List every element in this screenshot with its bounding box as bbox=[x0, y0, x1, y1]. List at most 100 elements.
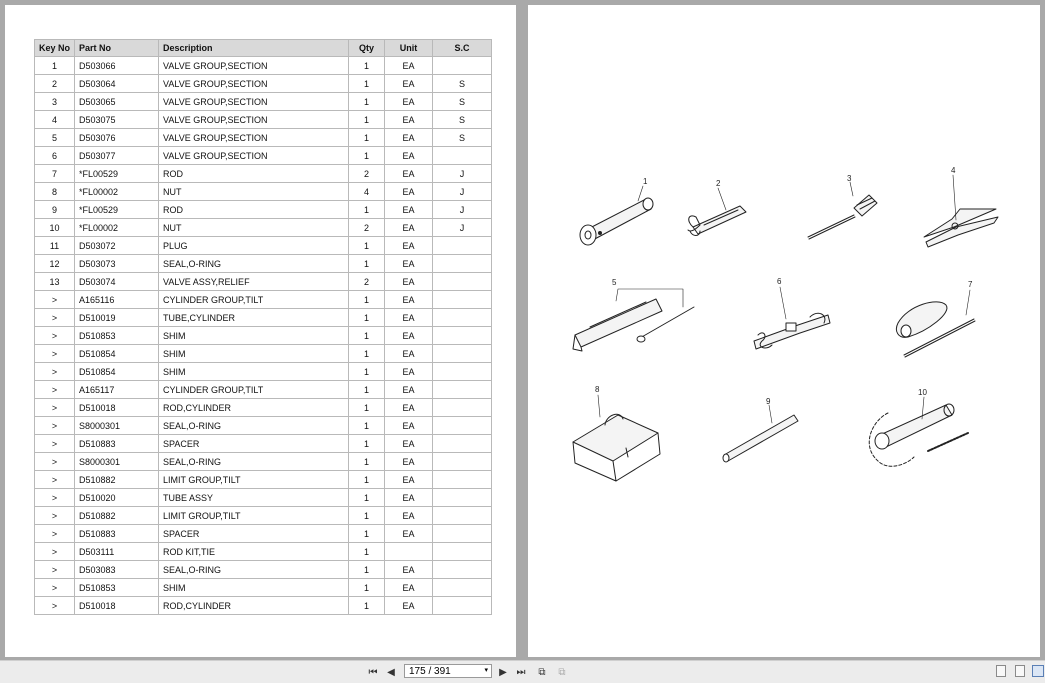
description-cell: VALVE GROUP,SECTION bbox=[158, 56, 350, 75]
unit-cell: EA bbox=[384, 272, 434, 291]
key-no-cell: > bbox=[33, 362, 76, 381]
key-no-cell: > bbox=[33, 578, 76, 597]
description-cell: SEAL,O-RING bbox=[158, 416, 350, 435]
description-cell: TUBE,CYLINDER bbox=[158, 308, 350, 327]
unit-cell: EA bbox=[384, 326, 434, 345]
description-cell: SEAL,O-RING bbox=[158, 254, 350, 273]
part-no-cell: D510018 bbox=[74, 398, 160, 417]
part-no-cell: D510020 bbox=[74, 488, 160, 507]
sc-cell bbox=[432, 326, 493, 345]
key-no-cell: > bbox=[33, 524, 76, 543]
qty-cell: 1 bbox=[348, 596, 386, 615]
description-cell: LIMIT GROUP,TILT bbox=[158, 470, 350, 489]
right-page: 1 2 3 4 bbox=[528, 5, 1040, 657]
unit-cell bbox=[384, 542, 434, 561]
key-no-cell: > bbox=[33, 560, 76, 579]
bar-illustration bbox=[722, 404, 799, 463]
sc-cell bbox=[432, 596, 493, 615]
qty-cell: 1 bbox=[348, 200, 386, 219]
sc-cell bbox=[432, 272, 493, 291]
part-no-cell: D503065 bbox=[74, 92, 160, 111]
qty-cell: 1 bbox=[348, 74, 386, 93]
tool-label-6: 6 bbox=[777, 277, 782, 286]
description-cell: VALVE GROUP,SECTION bbox=[158, 110, 350, 129]
description-cell: NUT bbox=[158, 218, 350, 237]
description-cell: SEAL,O-RING bbox=[158, 452, 350, 471]
left-page: Key No Part No Description Qty Unit S.C … bbox=[5, 5, 516, 657]
copy-page-icon[interactable]: ⧉ bbox=[538, 666, 546, 678]
unit-cell: EA bbox=[384, 362, 434, 381]
description-cell: CYLINDER GROUP,TILT bbox=[158, 380, 350, 399]
description-cell: LIMIT GROUP,TILT bbox=[158, 506, 350, 525]
unit-cell: EA bbox=[384, 398, 434, 417]
qty-cell: 1 bbox=[348, 452, 386, 471]
qty-cell: 1 bbox=[348, 146, 386, 165]
key-no-cell: 11 bbox=[33, 236, 76, 255]
unit-cell: EA bbox=[384, 110, 434, 129]
part-no-cell: D510019 bbox=[74, 308, 160, 327]
qty-cell: 1 bbox=[348, 254, 386, 273]
single-page-view-icon[interactable] bbox=[996, 665, 1006, 677]
part-no-cell: D510854 bbox=[74, 344, 160, 363]
sc-cell bbox=[432, 452, 493, 471]
sc-cell: J bbox=[432, 200, 493, 219]
sc-cell bbox=[432, 506, 493, 525]
part-no-cell: D510882 bbox=[74, 470, 160, 489]
page-number-select[interactable]: 175 / 391 ▾ bbox=[404, 664, 492, 678]
qty-cell: 1 bbox=[348, 488, 386, 507]
description-cell: SHIM bbox=[158, 578, 350, 597]
unit-cell: EA bbox=[384, 182, 434, 201]
description-cell: CYLINDER GROUP,TILT bbox=[158, 290, 350, 309]
key-no-cell: 13 bbox=[33, 272, 76, 291]
tool-label-3: 3 bbox=[847, 174, 852, 183]
description-cell: SPACER bbox=[158, 434, 350, 453]
last-page-icon[interactable]: ⏭ bbox=[516, 666, 526, 678]
description-cell: VALVE ASSY,RELIEF bbox=[158, 272, 350, 291]
key-no-cell: 5 bbox=[33, 128, 76, 147]
qty-cell: 1 bbox=[348, 542, 386, 561]
key-no-cell: 8 bbox=[33, 182, 76, 201]
first-page-icon[interactable]: ⏮ bbox=[368, 666, 378, 678]
description-cell: VALVE GROUP,SECTION bbox=[158, 128, 350, 147]
prev-page-icon[interactable]: ◀ bbox=[387, 666, 395, 678]
qty-cell: 1 bbox=[348, 434, 386, 453]
tool-label-5: 5 bbox=[612, 278, 617, 287]
unit-cell: EA bbox=[384, 164, 434, 183]
unit-cell: EA bbox=[384, 470, 434, 489]
two-page-view-icon[interactable] bbox=[1032, 665, 1044, 677]
description-cell: PLUG bbox=[158, 236, 350, 255]
qty-cell: 1 bbox=[348, 560, 386, 579]
key-no-cell: 4 bbox=[33, 110, 76, 129]
part-no-cell: *FL00002 bbox=[74, 182, 160, 201]
chevron-down-icon: ▾ bbox=[484, 667, 488, 674]
compare-page-icon[interactable]: ⧉ bbox=[558, 666, 566, 678]
next-page-icon[interactable]: ▶ bbox=[499, 666, 507, 678]
description-cell: VALVE GROUP,SECTION bbox=[158, 74, 350, 93]
unit-cell: EA bbox=[384, 56, 434, 75]
sc-cell bbox=[432, 470, 493, 489]
tool-label-10: 10 bbox=[918, 388, 927, 397]
column-header: S.C bbox=[432, 39, 493, 57]
part-no-cell: *FL00529 bbox=[74, 200, 160, 219]
fitting-tool-illustration bbox=[753, 286, 831, 350]
column-header: Key No bbox=[33, 39, 76, 57]
key-no-cell: > bbox=[33, 542, 76, 561]
sc-cell: S bbox=[432, 128, 493, 147]
description-cell: SHIM bbox=[158, 362, 350, 381]
continuous-view-icon[interactable] bbox=[1015, 665, 1025, 677]
description-cell: VALVE GROUP,SECTION bbox=[158, 146, 350, 165]
sc-cell: S bbox=[432, 110, 493, 129]
qty-cell: 1 bbox=[348, 524, 386, 543]
sc-cell: J bbox=[432, 218, 493, 237]
